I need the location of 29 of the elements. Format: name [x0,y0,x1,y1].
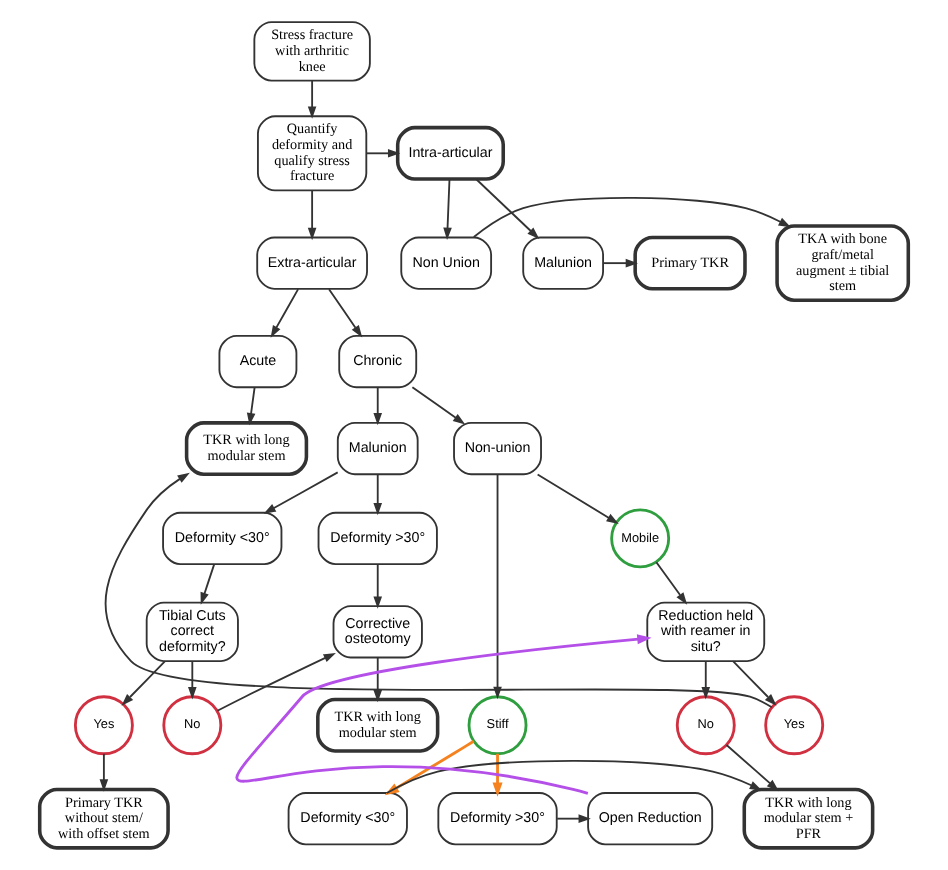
arrow [443,178,452,240]
arrow [121,660,166,706]
arrow [373,563,383,609]
arrow [556,814,591,823]
arrow [411,386,466,425]
arrow [373,656,383,703]
arrow [270,288,300,338]
arrow [732,660,777,706]
arrow [536,473,619,524]
arrow [99,752,109,792]
arrow [365,149,401,158]
arrow [307,79,317,119]
arrow [328,288,363,338]
arrow [104,472,773,709]
arrow [263,471,339,514]
arrow [701,660,711,700]
arrow [492,753,503,797]
arrow [200,563,216,605]
arrow [307,190,317,241]
arrow [373,386,383,426]
arrow [472,196,791,238]
arrow [655,561,688,605]
arrow [246,386,256,426]
arrow [475,178,540,240]
arrow [725,744,779,792]
arrow [216,652,336,712]
arrow [188,660,197,700]
arrow [602,258,638,268]
arrow [373,473,383,516]
